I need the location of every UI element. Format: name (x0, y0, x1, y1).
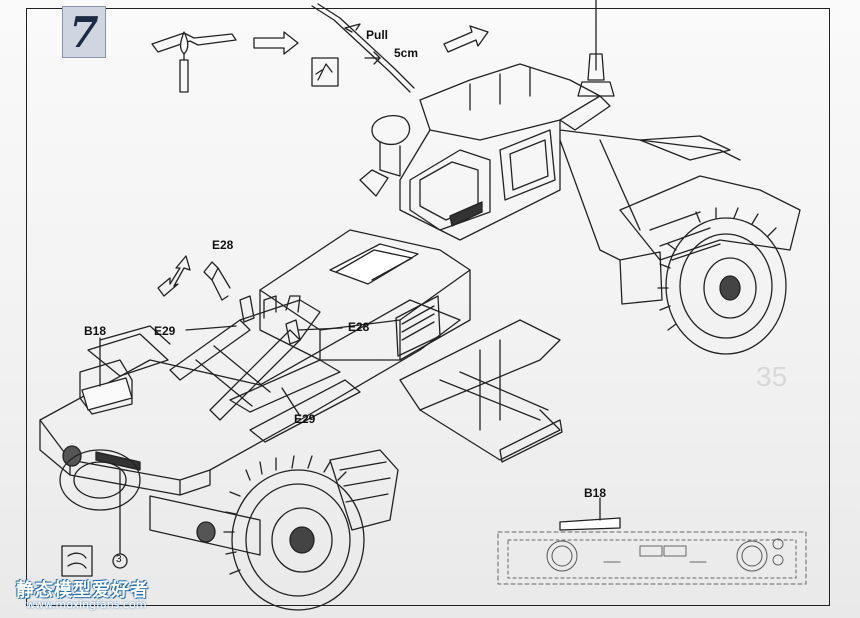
double-arrow (157, 255, 191, 297)
crane-boom (169, 295, 361, 443)
outrigger (399, 319, 563, 463)
e29-leader-lower (281, 387, 301, 417)
step-arrow-1 (253, 31, 299, 55)
part-e28-upper (203, 261, 231, 301)
label-b18-detail: B18 (584, 486, 607, 500)
front-fender (619, 175, 801, 305)
faint-page-mark: 35 (756, 361, 787, 392)
cab (359, 63, 611, 241)
engine-hood (259, 229, 471, 361)
label-b18-main: B18 (84, 324, 107, 338)
front-frame (559, 129, 741, 261)
rear-wheel-right (223, 455, 365, 611)
rear-wheel-left (59, 449, 141, 511)
label-callout-3: 3 (116, 554, 122, 565)
b18-part (81, 377, 133, 411)
length-label: 5cm (394, 46, 419, 60)
watermark-url: www.moxingfans.com (26, 598, 147, 611)
stretch-sprue-diagram (311, 3, 415, 93)
step-arrow-2 (443, 25, 489, 53)
e28-leader-right (297, 327, 343, 331)
label-e29-left: E29 (154, 324, 176, 338)
label-e29-lower: E29 (294, 412, 316, 426)
front-wheel (657, 207, 787, 355)
page-frame (26, 8, 830, 606)
label-e28-upper: E28 (212, 238, 234, 252)
b18-detail-view (497, 531, 807, 585)
mud-flap (329, 449, 399, 531)
watermark-site-name: 静态模型爱好者 (16, 580, 149, 601)
step-number-badge: 7 (62, 6, 106, 58)
heat-bend-diagram (151, 31, 237, 93)
b18-detail-part (559, 517, 621, 531)
e29-leader-left (185, 325, 237, 331)
glue-icon-box (61, 545, 93, 577)
label-e28-lower: E28 (348, 320, 370, 334)
pull-label: Pull (366, 28, 389, 42)
antenna (577, 0, 615, 97)
